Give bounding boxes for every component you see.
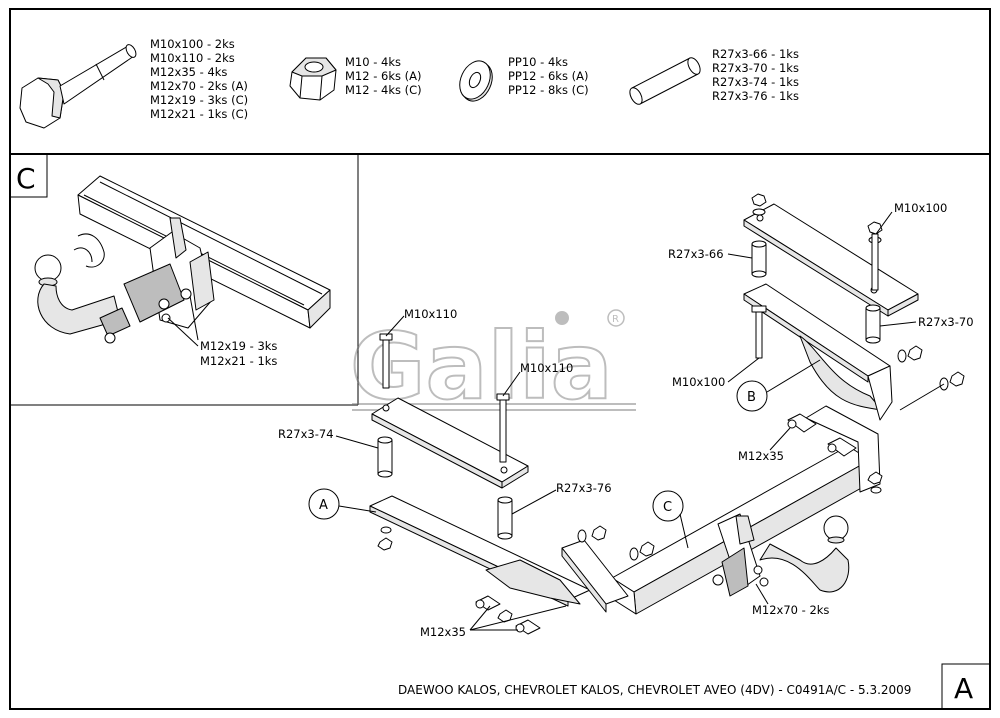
side-nuts-right <box>897 345 965 391</box>
washer-icon <box>459 60 493 102</box>
leader-m10x100-top <box>875 211 893 235</box>
svg-text:R: R <box>612 314 619 325</box>
bolt-list: M10x100 - 2ks M10x110 - 2ks M12x35 - 4ks… <box>150 37 252 121</box>
leader-m12x35-b1 <box>469 605 491 631</box>
callout-b-letter: B <box>747 390 756 405</box>
leader-m12x35-b3 <box>469 605 567 631</box>
nut-icon <box>289 57 337 101</box>
washer-list: PP10 - 4ks PP12 - 6ks (A) PP12 - 8ks (C) <box>508 55 592 97</box>
label-m10x110-b: M10x110 <box>520 361 573 375</box>
callout-a <box>308 488 340 520</box>
label-m10x110-a: M10x110 <box>404 307 457 321</box>
detail-leader-1 <box>189 295 199 341</box>
detail-socket-plate <box>99 307 131 344</box>
spacer-r27-70 <box>865 304 881 344</box>
detail-tow-ball <box>34 233 121 335</box>
leader-r27-66 <box>727 253 753 259</box>
leader-b <box>766 359 821 393</box>
bolts-m12x35-right <box>787 413 883 494</box>
side-bracket-b <box>743 283 893 421</box>
bolt-icon <box>19 44 137 129</box>
label-m10x100-top: M10x100 <box>894 201 947 215</box>
page-letter: A <box>954 672 973 705</box>
nut-list: M10 - 4ks M12 - 6ks (A) M12 - 4ks (C) <box>345 55 425 97</box>
upper-plate-a <box>371 397 529 489</box>
leader-r27-70 <box>879 321 917 327</box>
spacer-tube-icon <box>629 57 701 105</box>
leader-m12x35-right <box>769 427 791 451</box>
callout-c-letter: C <box>663 500 672 515</box>
leader-m10x110-a <box>385 315 405 337</box>
leader-a <box>338 505 377 513</box>
page-letter-box <box>941 663 991 710</box>
detail-letter: C <box>16 162 36 195</box>
callout-b <box>736 380 768 412</box>
detail-labels: M12x19 - 3ks M12x21 - 1ks <box>200 339 281 368</box>
label-r27-70: R27x3-70 <box>918 315 974 329</box>
tow-ball-assembly <box>712 513 850 597</box>
bolt-m10x100-left <box>751 305 767 359</box>
footer-caption: DAEWOO KALOS, CHEVROLET KALOS, CHEVROLET… <box>398 683 911 697</box>
side-nuts-a <box>377 525 655 561</box>
spacer-r27-66 <box>751 240 767 278</box>
label-m12x35-right: M12x35 <box>738 449 784 463</box>
detail-bracket <box>123 217 215 329</box>
spacer-r27-74 <box>377 436 393 478</box>
label-m10x100-left: M10x100 <box>672 375 725 389</box>
detail-leader-2 <box>167 317 199 347</box>
leader-b-nuts <box>899 383 945 411</box>
leader-r27-76 <box>511 489 557 515</box>
callout-a-letter: A <box>319 498 328 513</box>
label-r27-74: R27x3-74 <box>278 427 334 441</box>
callout-c <box>652 490 684 522</box>
leader-c <box>679 513 689 549</box>
leader-m10x100-left <box>727 357 760 383</box>
label-m12x35-bottom: M12x35 <box>420 625 466 639</box>
leader-m12x70 <box>755 583 769 605</box>
label-r27-66: R27x3-66 <box>668 247 724 261</box>
side-bracket-a <box>369 495 629 613</box>
bolt-m10x100-right <box>871 233 879 291</box>
leader-r27-74 <box>335 435 379 449</box>
detail-bolts <box>158 288 192 323</box>
leader-m10x110-b <box>502 371 521 397</box>
spacer-r27-76 <box>497 496 513 540</box>
outer-frame <box>9 8 991 710</box>
label-m12x70: M12x70 - 2ks <box>752 603 829 617</box>
label-r27-76: R27x3-76 <box>556 481 612 495</box>
detail-letter-box <box>9 153 48 198</box>
spacer-list: R27x3-66 - 1ks R27x3-70 - 1ks R27x3-74 -… <box>712 47 803 103</box>
